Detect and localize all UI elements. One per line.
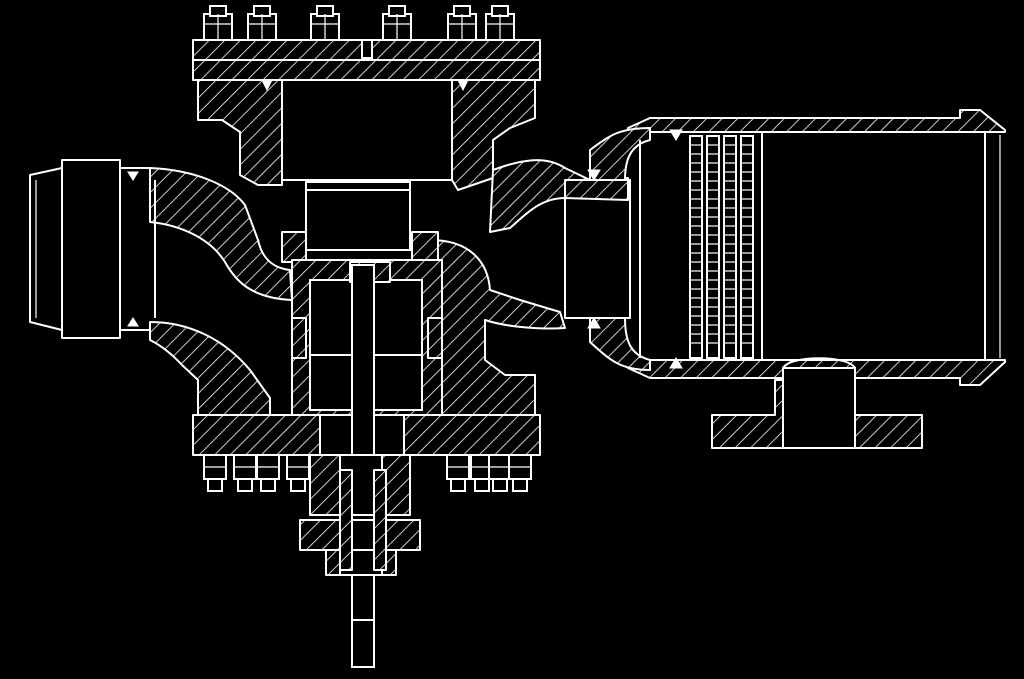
bottom-bolt [233,454,257,492]
bottom-bolt [203,454,227,492]
disk-ring [740,135,754,359]
bottom-bolt [286,454,310,492]
disk-ring [689,135,703,359]
bottom-bolts [203,454,532,492]
bottom-bolt [488,454,512,492]
bottom-bolt [256,454,280,492]
bottom-bolt [508,454,532,492]
disk-ring [706,135,720,359]
weld-marks [261,79,683,369]
valve-body [149,79,629,416]
top-bolt [310,5,340,41]
valve-stem [299,264,421,668]
bottom-bolt [470,454,494,492]
bottom-bolt [446,454,470,492]
disk-stack [689,135,754,359]
inlet-pipe [29,159,156,339]
valve-chamber [281,79,453,263]
top-bolt [203,5,233,41]
top-bolt [447,5,477,41]
top-cover-flange [192,39,541,81]
disk-ring [723,135,737,359]
top-bolt [382,5,412,41]
top-bolt [485,5,515,41]
top-bolts [203,5,515,41]
top-bolt [247,5,277,41]
outlet-cylinder [564,109,1006,449]
